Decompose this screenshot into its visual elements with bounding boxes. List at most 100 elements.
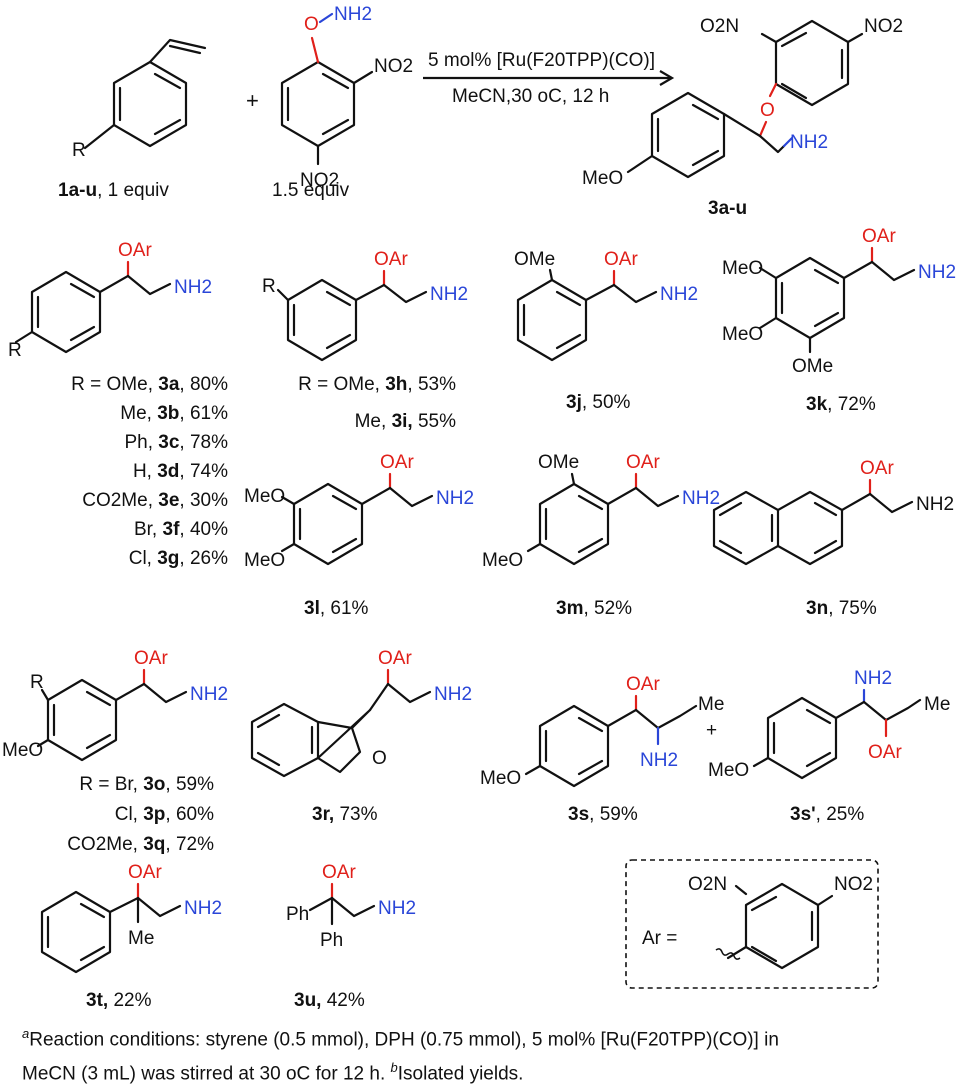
entry-3i: Me, 3i, 55% — [355, 411, 456, 432]
structure-3s-prime: NH2 Me OAr MeO — [708, 668, 950, 781]
nh2-label: NH2 — [660, 284, 698, 305]
meo-label: MeO — [708, 760, 749, 781]
dph-no2-para: NO2 — [300, 170, 339, 191]
r-label: R — [8, 340, 22, 361]
reaction-scheme: R + O NH2 NO2 NO2 5 mol% [Ru(F20TPP)(CO)… — [2, 4, 956, 1011]
r-label: R — [72, 140, 86, 161]
label-1a-u: 1a-u, 1 equiv — [58, 180, 169, 201]
nh2-label: NH2 — [918, 262, 956, 283]
structure-3l: OAr NH2 MeO MeO — [244, 452, 474, 571]
nh2-label: NH2 — [916, 494, 954, 515]
oar-label: OAr — [128, 862, 162, 883]
me-label: Me — [924, 694, 950, 715]
footnote: aReaction conditions: styrene (0.5 mmol)… — [22, 1020, 952, 1089]
entry-3c: Ph, 3c, 78% — [124, 432, 228, 453]
me-label: Me — [128, 928, 154, 949]
entry-3k: 3k, 72% — [806, 394, 876, 415]
oar-label: OAr — [134, 648, 168, 669]
product-oxygen: O — [760, 100, 775, 121]
entry-3p: Cl, 3p, 60% — [115, 804, 214, 825]
footnote-line-1: aReaction conditions: styrene (0.5 mmol)… — [22, 1026, 779, 1051]
nh2-label: NH2 — [378, 898, 416, 919]
meo-label: MeO — [244, 486, 285, 507]
ar-no2-label: NO2 — [834, 874, 873, 895]
oar-label: OAr — [862, 226, 896, 247]
structure-3a-g: OAr NH2 R — [8, 240, 212, 361]
ome-label: OMe — [514, 249, 555, 270]
entry-3q: CO2Me, 3q, 72% — [67, 834, 214, 855]
structure-3r: OAr NH2 O — [250, 648, 472, 778]
meo-label: MeO — [722, 258, 763, 279]
entry-3s: 3s, 59% — [568, 804, 638, 825]
structure-3j: OMe OAr NH2 — [514, 249, 698, 362]
oar-label: OAr — [322, 862, 356, 883]
oar-label: OAr — [626, 674, 660, 695]
ome-label: OMe — [538, 452, 579, 473]
structure-3o-q: OAr NH2 R MeO — [2, 648, 228, 762]
oar-label: OAr — [604, 249, 638, 270]
nh2-label: NH2 — [434, 684, 472, 705]
conditions-catalyst: 5 mol% [Ru(F20TPP)(CO)] — [428, 50, 655, 71]
nh2-label: NH2 — [190, 684, 228, 705]
meo-label: MeO — [722, 324, 763, 345]
structure-3-product: O2N NO2 O NH2 MeO — [582, 16, 903, 189]
structure-3s: OAr Me NH2 MeO — [480, 674, 724, 789]
nh2-label: NH2 — [854, 668, 892, 689]
entries-3h-i: R = OMe, 3h, 53% Me, 3i, 55% — [298, 374, 456, 432]
structure-3u: OAr NH2 Ph Ph — [286, 862, 416, 951]
meo-label: MeO — [244, 550, 285, 571]
ph-label: Ph — [320, 930, 343, 951]
entry-3b: Me, 3b, 61% — [120, 403, 228, 424]
label-3a-u: 3a-u — [708, 198, 747, 219]
dph-oxygen: O — [304, 14, 319, 35]
product-amine: NH2 — [790, 132, 828, 153]
oar-label: OAr — [868, 742, 902, 763]
entry-3h: R = OMe, 3h, 53% — [298, 374, 456, 395]
nh2-label: NH2 — [184, 898, 222, 919]
conditions-solvent: MeCN,30 oC, 12 h — [452, 86, 609, 107]
oar-label: OAr — [118, 240, 152, 261]
structure-3n: OAr NH2 — [712, 458, 954, 566]
nh2-label: NH2 — [640, 750, 678, 771]
r-label: R — [262, 276, 276, 297]
meo-label: MeO — [482, 550, 523, 571]
nh2-label: NH2 — [174, 277, 212, 298]
structure-3t: OAr NH2 Me — [40, 862, 222, 974]
structure-3k: OAr NH2 MeO MeO OMe — [722, 226, 956, 377]
entry-3g: Cl, 3g, 26% — [129, 548, 228, 569]
nh2-label: NH2 — [436, 488, 474, 509]
entry-3f: Br, 3f, 40% — [134, 519, 228, 540]
dph-no2-ortho: NO2 — [374, 56, 413, 77]
structure-3h-i: OAr NH2 R — [262, 249, 468, 362]
attachment-wavy-line — [715, 948, 741, 960]
ar-definition-box: Ar = O2N NO2 — [625, 859, 879, 989]
product-no2: NO2 — [864, 16, 903, 37]
entry-3d: H, 3d, 74% — [133, 461, 228, 482]
entry-3t: 3t, 22% — [86, 990, 152, 1011]
furan-oxygen: O — [372, 748, 387, 769]
entry-3n: 3n, 75% — [806, 598, 877, 619]
entry-3o: R = Br, 3o, 59% — [79, 774, 214, 795]
ar-o2n-label: O2N — [688, 874, 727, 895]
plus-sign: + — [706, 720, 717, 741]
entry-3e: CO2Me, 3e, 30% — [82, 490, 228, 511]
ome-label: OMe — [792, 356, 833, 377]
label-equiv: 1.5 equiv — [272, 180, 350, 201]
structure-3m: OMe OAr NH2 MeO — [482, 452, 720, 571]
meo-label: MeO — [480, 768, 521, 789]
entry-3r: 3r, 73% — [312, 804, 378, 825]
oar-label: OAr — [378, 648, 412, 669]
ar-equals-label: Ar = — [642, 928, 677, 949]
entry-3a: R = OMe, 3a, 80% — [71, 374, 228, 395]
entries-3o-q: R = Br, 3o, 59% Cl, 3p, 60% CO2Me, 3q, 7… — [67, 774, 214, 855]
product-meo: MeO — [582, 168, 623, 189]
oar-label: OAr — [380, 452, 414, 473]
structure-1-styrene: R — [72, 38, 207, 161]
nh2-label: NH2 — [682, 488, 720, 509]
nh2-label: NH2 — [430, 284, 468, 305]
footnote-line-2: MeCN (3 mL) was stirred at 30 oC for 12 … — [22, 1060, 524, 1085]
meo-label: MeO — [2, 740, 43, 761]
oar-label: OAr — [626, 452, 660, 473]
entry-3u: 3u, 42% — [294, 990, 365, 1011]
ph-label: Ph — [286, 904, 309, 925]
